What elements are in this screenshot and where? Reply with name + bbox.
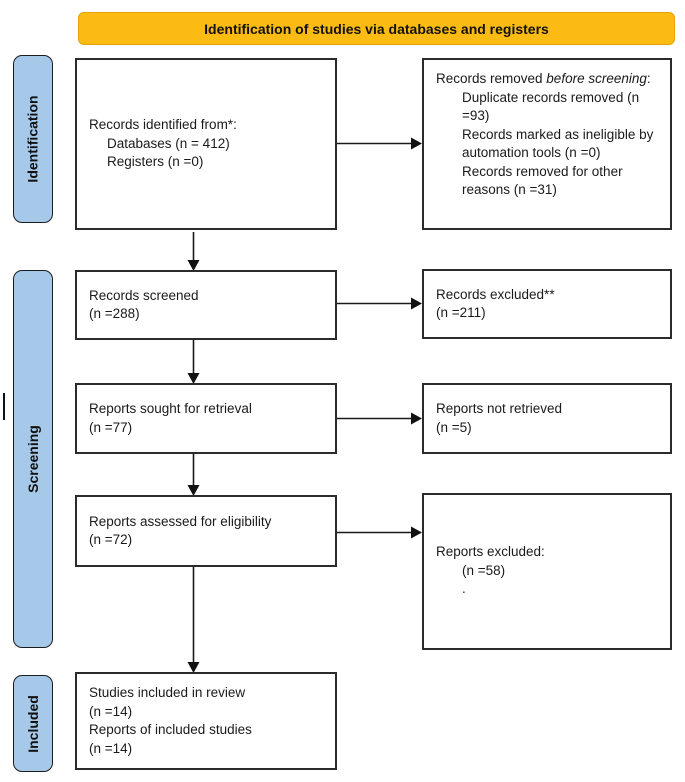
box-title: Records excluded** [436,286,555,302]
box-reports-not-retrieved: Reports not retrieved (n =5) [422,383,672,454]
box-note: . [462,581,466,596]
box-records-excluded: Records excluded** (n =211) [422,269,672,339]
title-suffix: : [646,71,651,86]
box-title: Reports not retrieved [436,401,563,416]
phase-label-text: Screening [25,425,42,493]
arrow-assessed-to-included [187,567,200,673]
box-reports-assessed: Reports assessed for eligibility (n =72) [75,495,337,567]
arrow-assessed-to-reports-excluded [337,526,422,539]
title-italic: before screening [546,71,647,86]
box-count: (n =58) [462,562,506,578]
arrow-sought-to-not-retrieved [337,412,422,425]
box-reports-excluded: Reports excluded: (n =58) . [422,493,672,650]
box-item: Registers (n =0) [107,154,204,170]
box-count: (n =14) [89,740,133,756]
box-title: Records identified from*: [89,117,237,133]
phase-label-text: Identification [25,95,41,183]
title-normal: Records removed [436,71,547,86]
arrow-sought-to-assessed [187,454,200,496]
box-title: Studies included in review [89,685,246,700]
box-title: Records screened [89,287,199,303]
box-title: Records removed before screening: [436,70,662,89]
phase-label-included: Included [13,675,53,772]
arrow-identified-to-removed [337,137,422,150]
box-count: (n =14) [89,703,133,719]
phase-label-identification: Identification [13,55,53,223]
phase-label-text: Included [25,694,41,753]
box-reports-sought: Reports sought for retrieval (n =77) [75,383,337,454]
header-title: Identification of studies via databases … [204,20,549,37]
box-title: Reports sought for retrieval [89,401,252,416]
box-count: (n =77) [89,419,133,435]
stray-cursor-mark [3,393,5,420]
box-item: Databases (n = 412) [107,135,230,151]
box-records-removed: Records removed before screening: Duplic… [422,58,672,230]
box-title: Reports assessed for eligibility [89,513,272,529]
box-records-identified: Records identified from*: Databases (n =… [75,58,337,230]
box-count: (n =72) [89,532,133,547]
box-title: Reports excluded: [436,544,545,559]
arrow-screened-to-sought [187,340,200,384]
box-item: Records marked as ineligible by automati… [462,126,658,161]
header-banner: Identification of studies via databases … [78,12,675,45]
box-item: Duplicate records removed (n =93) [462,89,643,124]
box-records-screened: Records screened (n =288) [75,270,337,340]
arrow-identified-to-screened [187,232,200,271]
box-included-studies: Studies included in review (n =14) Repor… [75,672,337,770]
box-count: (n =288) [89,306,140,321]
phase-label-screening: Screening [13,270,53,648]
box-title: Reports of included studies [89,722,252,737]
box-count: (n =5) [436,419,472,435]
box-count: (n =211) [436,305,486,320]
box-item: Records removed for other reasons (n =31… [462,163,627,198]
arrow-screened-to-excluded [337,297,422,310]
